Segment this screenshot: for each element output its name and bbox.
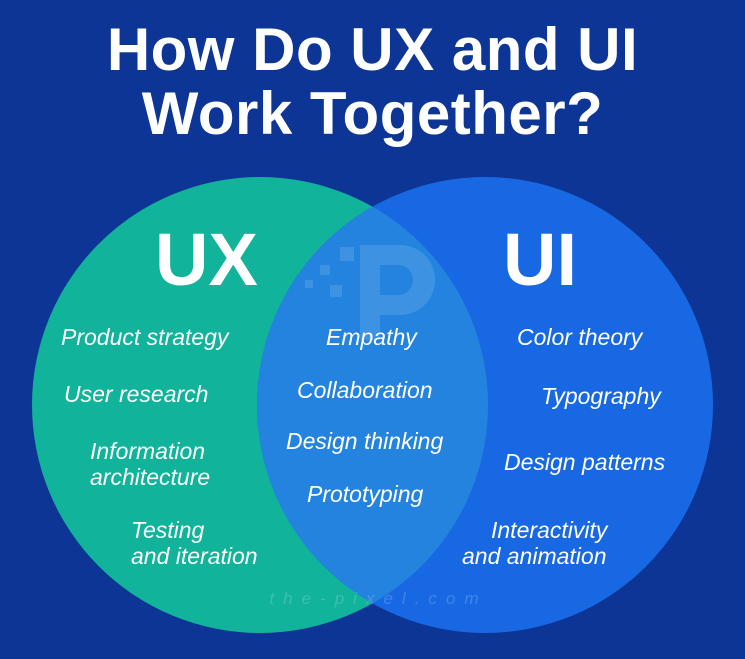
overlap-item-design-thinking: Design thinking	[286, 428, 444, 454]
watermark-text: the-pixel.com	[269, 589, 488, 608]
overlap-item-prototyping: Prototyping	[307, 481, 424, 507]
ui-item-design-patterns: Design patterns	[504, 449, 666, 475]
ux-item-and-iteration: and iteration	[131, 543, 258, 569]
ux-item-product-strategy: Product strategy	[61, 324, 229, 350]
logo-watermark-icon	[305, 245, 435, 340]
ux-item-architecture: architecture	[90, 464, 211, 490]
ux-item-testing: Testing	[131, 517, 205, 543]
overlap-item-collaboration: Collaboration	[297, 377, 433, 403]
overlap-item-empathy: Empathy	[326, 324, 417, 350]
title-line-1: How Do UX and UI	[106, 16, 639, 83]
overlap-region	[257, 177, 488, 633]
title-line-2: Work Together?	[141, 80, 604, 147]
ux-item-information: Information	[90, 438, 206, 464]
ux-item-user-research: User research	[64, 381, 209, 407]
ui-heading: UI	[503, 218, 577, 301]
ux-heading: UX	[155, 218, 258, 301]
ui-item-typography: Typography	[541, 383, 661, 409]
ui-item-interactivity: Interactivity	[491, 517, 608, 543]
ui-item-and-animation: and animation	[462, 543, 607, 569]
page-title: How Do UX and UI Work Together?	[0, 18, 745, 146]
ui-item-color-theory: Color theory	[517, 324, 643, 350]
